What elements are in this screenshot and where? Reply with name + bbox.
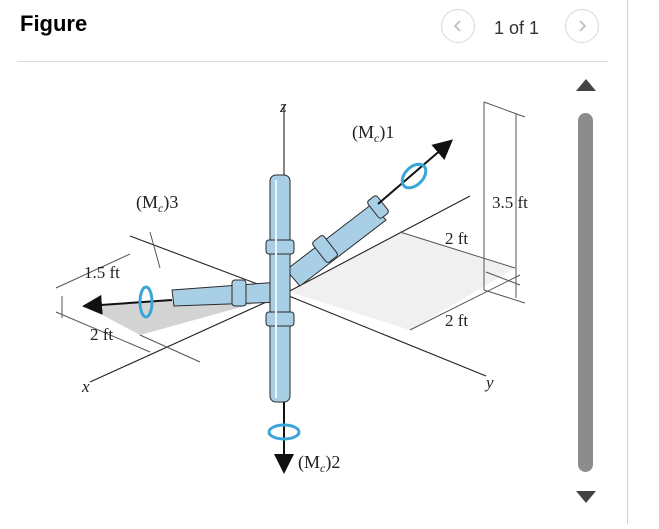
pipe-vertical: [265, 174, 295, 403]
panel-border: [627, 0, 628, 524]
panel-title: Figure: [20, 11, 88, 36]
moment3-curl-icon: [138, 285, 154, 319]
y-dimension-upper: 2 ft: [445, 229, 468, 248]
x-dimension-lower: 2 ft: [90, 325, 113, 344]
previous-figure-button[interactable]: [441, 9, 475, 43]
triangle-down-icon[interactable]: [574, 488, 598, 506]
pipe-assembly-diagram: z x y (Mc)1 (Mc)2 (Mc)3 3.5 ft 2 ft 2 ft…: [55, 97, 528, 475]
pipe-arm-upper-right: [285, 195, 389, 287]
y-axis: [283, 293, 487, 377]
y-axis-label: y: [484, 373, 494, 392]
moment2-curl-icon: [267, 423, 301, 441]
x-axis: [89, 293, 285, 383]
z-axis-label: z: [279, 97, 287, 116]
back-line-right: [283, 195, 471, 295]
chevron-left-icon: [453, 20, 461, 32]
chevron-right-icon: [579, 20, 587, 32]
pipe-arm-left: [171, 279, 283, 307]
x-axis-label: x: [81, 377, 90, 396]
header-divider: [17, 61, 608, 62]
height-dimension: 3.5 ft: [492, 193, 528, 212]
svg-text:(Mc)1: (Mc)1: [352, 122, 394, 145]
shaded-plane: [290, 232, 515, 330]
svg-text:(Mc)2: (Mc)2: [298, 452, 340, 475]
pager-text: 1 of 1: [494, 18, 540, 38]
x-dimension-upper: 1.5 ft: [84, 263, 120, 282]
next-figure-button[interactable]: [565, 9, 599, 43]
moment3-arrow: [82, 294, 173, 315]
moment3-label: (Mc)3: [136, 192, 178, 215]
figure-panel: Figure 1 of 1: [0, 9, 628, 524]
moment2-label: (Mc)2: [298, 452, 340, 475]
figure-image: z x y (Mc)1 (Mc)2 (Mc)3 3.5 ft 2 ft 2 ft…: [0, 62, 628, 524]
triangle-up-icon[interactable]: [574, 76, 598, 94]
scrollbar-thumb[interactable]: [578, 113, 593, 472]
moment1-arrow: [377, 139, 454, 205]
moment1-label: (Mc)1: [352, 122, 394, 145]
svg-text:(Mc)3: (Mc)3: [136, 192, 178, 215]
y-dimension-lower: 2 ft: [445, 311, 468, 330]
moment1-curl-icon: [400, 162, 428, 190]
